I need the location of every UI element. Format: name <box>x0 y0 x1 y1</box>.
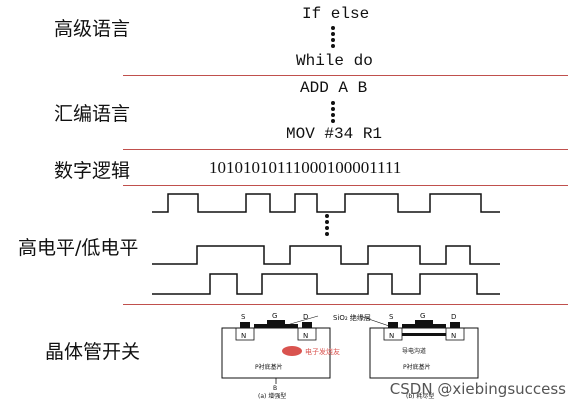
svg-text:(b) 耗尽型: (b) 耗尽型 <box>406 392 434 400</box>
watermark: CSDN @xiebingsuccess <box>389 380 566 398</box>
svg-text:N: N <box>451 332 456 340</box>
ellipsis-waveforms <box>325 214 329 236</box>
code-if-else: If else <box>302 5 370 23</box>
code-add: ADD A B <box>300 79 368 97</box>
svg-text:S: S <box>389 313 394 321</box>
svg-text:N: N <box>389 332 394 340</box>
svg-text:N: N <box>241 332 246 340</box>
label-digital-logic: 数字逻辑 <box>54 160 131 182</box>
svg-text:P衬底基片: P衬底基片 <box>255 363 283 371</box>
svg-text:P衬底基片: P衬底基片 <box>403 363 431 371</box>
svg-text:导电沟道: 导电沟道 <box>402 347 426 355</box>
ellipsis-high-level <box>331 26 337 50</box>
divider-2 <box>123 149 568 150</box>
bit-string: 10101010111000100001111 <box>209 158 402 177</box>
waveform-bottom <box>152 273 500 295</box>
mosfet-depletion: S G D N N 导电沟道 P衬底基片 (b) 耗尽型 <box>369 312 479 400</box>
code-mov: MOV #34 R1 <box>286 125 383 143</box>
svg-text:N: N <box>303 332 308 340</box>
label-high-level-language: 高级语言 <box>54 18 131 40</box>
svg-text:G: G <box>420 312 425 320</box>
waveform-middle <box>152 245 500 265</box>
svg-text:(a) 增强型: (a) 增强型 <box>258 392 286 400</box>
svg-text:电子发烧友: 电子发烧友 <box>305 347 340 356</box>
label-assembly-language: 汇编语言 <box>54 103 131 125</box>
code-while-do: While do <box>296 52 373 70</box>
stamp-logo: 电子发烧友 <box>282 346 340 356</box>
divider-1 <box>123 75 568 76</box>
label-voltage-levels: 高电平/低电平 <box>18 237 139 259</box>
svg-text:D: D <box>451 313 456 321</box>
svg-text:D: D <box>303 313 308 321</box>
mosfet-enhancement: S G D N N P衬底基片 B (a) 增强型 <box>221 312 331 400</box>
divider-4 <box>123 304 568 305</box>
oxide-label: SiO₂ 绝缘层 <box>333 313 371 322</box>
waveform-top <box>152 193 500 213</box>
ellipsis-assembly <box>331 101 337 125</box>
label-transistor-switch: 晶体管开关 <box>45 341 141 363</box>
svg-text:S: S <box>241 313 246 321</box>
svg-text:G: G <box>272 312 277 320</box>
svg-text:B: B <box>273 385 277 392</box>
divider-3 <box>123 185 568 186</box>
